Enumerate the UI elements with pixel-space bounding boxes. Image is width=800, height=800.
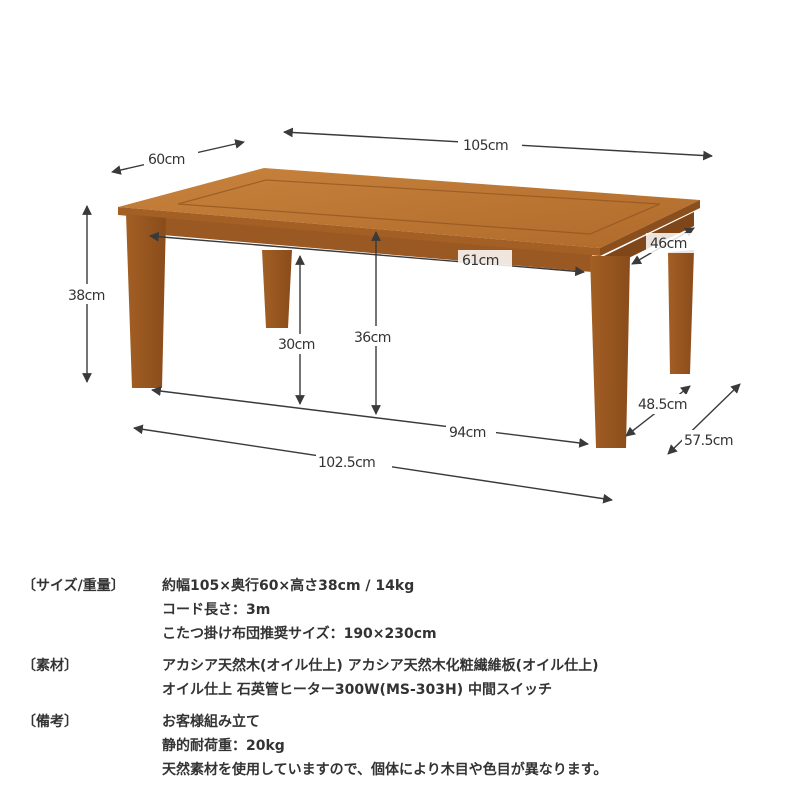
dim-inner-depth: 46cm bbox=[650, 236, 687, 252]
spec-label-text: 〔素材〕 bbox=[22, 658, 78, 674]
dim-base-width: 102.5cm bbox=[318, 455, 375, 471]
spec-label-text: 〔サイズ/重量〕 bbox=[22, 578, 125, 594]
spec-lines: お客様組み立て 静的耐荷重：20kg 天然素材を使用していますので、個体により木… bbox=[162, 710, 607, 782]
dim-leg-clearance: 30cm bbox=[278, 337, 315, 353]
spec-line: 天然素材を使用していますので、個体により木目や色目が異なります。 bbox=[162, 762, 608, 778]
table-dimension-diagram: 60cm 105cm 38cm 61cm 46cm 30cm 36cm 94cm… bbox=[68, 127, 741, 504]
dim-base-depth: 57.5cm bbox=[684, 433, 733, 449]
spec-line: お客様組み立て bbox=[162, 714, 260, 730]
dim-under-height: 36cm bbox=[354, 330, 391, 346]
spec-lines: 約幅105×奥行60×高さ38cm / 14kg コード長さ：3m こたつ掛け布… bbox=[162, 574, 437, 646]
spec-row-notes: 〔備考〕 お客様組み立て 静的耐荷重：20kg 天然素材を使用していますので、個… bbox=[22, 710, 782, 782]
dim-leg-span-depth: 48.5cm bbox=[638, 397, 687, 413]
spec-line: こたつ掛け布団推奨サイズ：190×230cm bbox=[162, 626, 437, 642]
spec-label: 〔備考〕 bbox=[22, 710, 162, 782]
spec-label-text: 〔備考〕 bbox=[22, 714, 78, 730]
dim-width-top: 105cm bbox=[463, 138, 508, 154]
spec-label: 〔サイズ/重量〕 bbox=[22, 574, 162, 646]
spec-line: アカシア天然木(オイル仕上) アカシア天然木化粧繊維板(オイル仕上) bbox=[162, 658, 599, 674]
dim-leg-span-width: 94cm bbox=[449, 425, 486, 441]
dim-height-total: 38cm bbox=[68, 288, 105, 304]
spec-line: オイル仕上 石英管ヒーター300W(MS-303H) 中間スイッチ bbox=[162, 682, 552, 698]
spec-row-size: 〔サイズ/重量〕 約幅105×奥行60×高さ38cm / 14kg コード長さ：… bbox=[22, 574, 782, 646]
spec-list: 〔サイズ/重量〕 約幅105×奥行60×高さ38cm / 14kg コード長さ：… bbox=[22, 574, 782, 790]
spec-label: 〔素材〕 bbox=[22, 654, 162, 702]
spec-line: 静的耐荷重：20kg bbox=[162, 738, 285, 754]
dim-depth-top: 60cm bbox=[148, 152, 185, 168]
dim-inner-width: 61cm bbox=[462, 253, 499, 269]
spec-row-material: 〔素材〕 アカシア天然木(オイル仕上) アカシア天然木化粧繊維板(オイル仕上) … bbox=[22, 654, 782, 702]
spec-line: コード長さ：3m bbox=[162, 602, 271, 618]
spec-lines: アカシア天然木(オイル仕上) アカシア天然木化粧繊維板(オイル仕上) オイル仕上… bbox=[162, 654, 598, 702]
spec-line: 約幅105×奥行60×高さ38cm / 14kg bbox=[162, 578, 415, 594]
